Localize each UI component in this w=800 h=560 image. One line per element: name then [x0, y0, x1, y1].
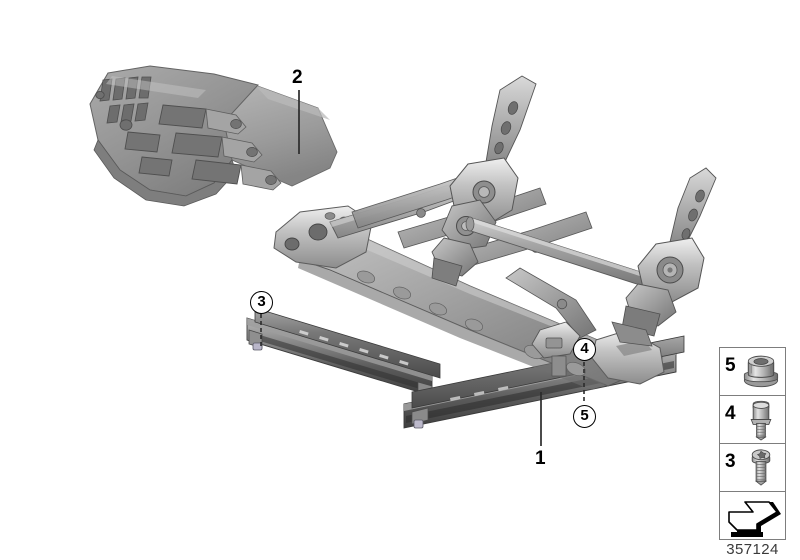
seat-pan-spring-mat	[89, 65, 338, 207]
legend-row-3: 3	[720, 444, 785, 492]
callout-label-1: 1	[535, 448, 546, 469]
right-recliner-backrest-bracket	[611, 167, 717, 347]
callout-label-4: 4	[573, 338, 596, 361]
seat-frame-assembly	[246, 75, 717, 429]
callout-label-5: 5	[573, 405, 596, 428]
seat-rail-rear	[246, 307, 441, 399]
flange-nut-icon	[739, 348, 783, 395]
legend-number-5: 5	[725, 355, 736, 376]
legend-number-3: 3	[725, 451, 736, 472]
height-adjuster-detail	[531, 321, 581, 377]
legend-row-5: 5	[720, 348, 785, 396]
direction-arrow-icon	[723, 492, 782, 541]
callout-label-2: 2	[292, 67, 303, 88]
hex-bolt-icon	[739, 396, 783, 443]
torx-screw-icon	[739, 444, 783, 491]
legend-box: 5 4	[719, 347, 786, 540]
legend-row-direction	[720, 492, 785, 541]
part-number: 357124	[726, 541, 779, 558]
callout-label-3: 3	[250, 291, 273, 314]
legend-row-4: 4	[720, 396, 785, 444]
leader-lines	[260, 90, 585, 446]
legend-number-4: 4	[725, 403, 736, 424]
